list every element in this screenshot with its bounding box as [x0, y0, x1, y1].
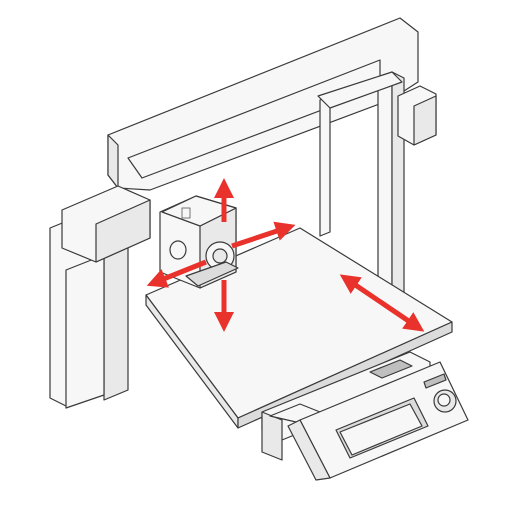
control-panel	[287, 361, 469, 481]
knob-icon[interactable]	[433, 389, 457, 413]
print-head	[159, 195, 239, 289]
left-top-block	[61, 185, 151, 263]
right-top-block	[397, 85, 437, 146]
logo-badge	[423, 373, 447, 389]
x-axis-arrow-icon	[146, 221, 296, 288]
y-axis-arrow-icon	[339, 274, 425, 332]
